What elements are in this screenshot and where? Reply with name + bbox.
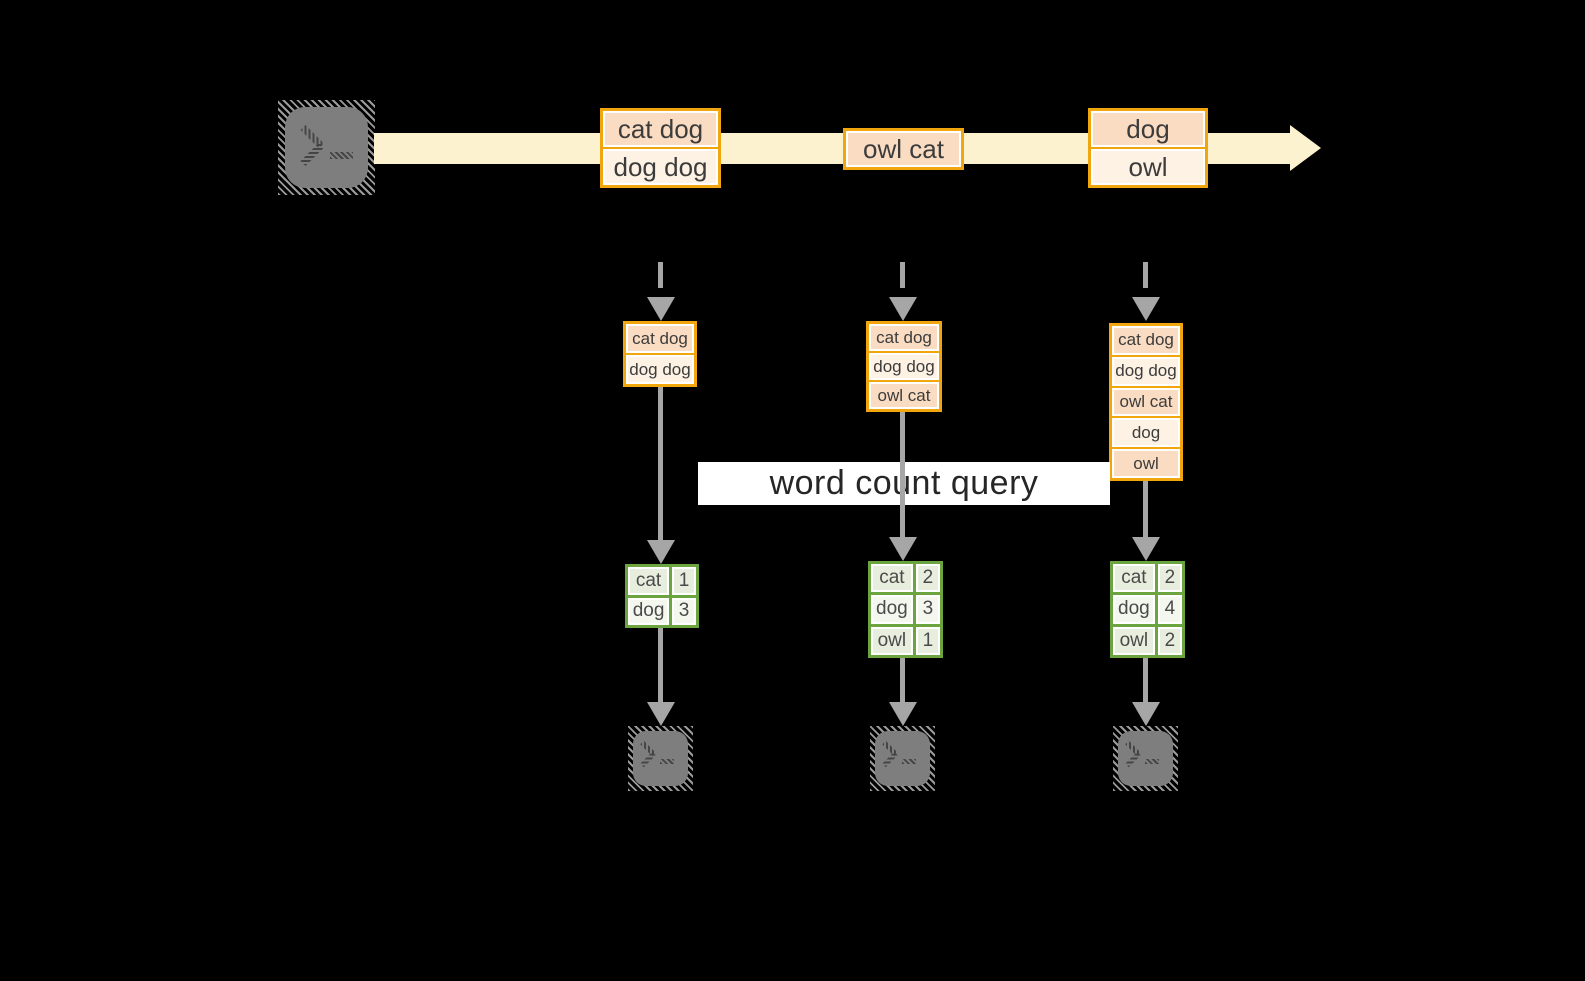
terminal-cursor-icon: [1145, 759, 1159, 764]
trigger-arrow-dash: [658, 262, 663, 288]
batch-record: owl: [1091, 149, 1205, 185]
batch-record: dog dog: [603, 149, 718, 185]
sink-terminal-icon: [628, 726, 693, 791]
trigger-arrow-dash: [1143, 262, 1148, 288]
state-record: dog dog: [626, 355, 694, 384]
state-box-1: cat dog dog dog: [623, 321, 697, 387]
state-record: dog: [1112, 418, 1180, 448]
count-word-cell: dog: [1113, 595, 1155, 624]
output-arrowhead-icon: [889, 702, 917, 726]
query-arrowhead-icon: [889, 537, 917, 561]
count-word-cell: owl: [871, 626, 913, 655]
count-value-cell: 4: [1157, 595, 1182, 624]
count-value-cell: 1: [915, 626, 940, 655]
trigger-arrowhead-icon: [647, 297, 675, 321]
count-value-cell: 2: [915, 564, 940, 593]
state-record: cat dog: [1112, 326, 1180, 355]
query-arrowhead-icon: [1132, 537, 1160, 561]
state-record: owl: [1112, 449, 1180, 478]
batch-record: owl cat: [846, 131, 961, 167]
state-record: cat dog: [869, 324, 939, 351]
counts-table-3: cat 2 dog 4 owl 2: [1110, 561, 1185, 658]
output-arrow-line: [658, 628, 663, 702]
state-record: dog dog: [869, 353, 939, 380]
output-arrowhead-icon: [1132, 702, 1160, 726]
trigger-arrow-dash: [900, 262, 905, 288]
source-terminal-icon: [278, 100, 375, 195]
query-arrowhead-icon: [647, 540, 675, 564]
count-word-cell: dog: [871, 595, 913, 624]
state-record: owl cat: [1112, 387, 1180, 417]
trigger-arrowhead-icon: [889, 297, 917, 321]
count-value-cell: 2: [1157, 564, 1182, 593]
state-record: cat dog: [626, 324, 694, 353]
terminal-screen: [285, 107, 368, 188]
state-box-2: cat dog dog dog owl cat: [866, 321, 942, 412]
terminal-cursor-icon: [902, 759, 916, 764]
terminal-screen: [875, 731, 930, 786]
count-word-cell: cat: [1113, 564, 1155, 593]
batch-box-2: owl cat: [843, 128, 964, 170]
stream-arrowhead-icon: [1290, 125, 1321, 171]
count-word-cell: dog: [628, 597, 670, 625]
query-arrow-line: [658, 387, 663, 540]
batch-record: dog: [1091, 111, 1205, 147]
terminal-screen: [1118, 731, 1173, 786]
counts-table-2: cat 2 dog 3 owl 1: [868, 561, 943, 658]
count-value-cell: 1: [672, 567, 696, 595]
trigger-arrowhead-icon: [1132, 297, 1160, 321]
query-arrow-line: [900, 412, 905, 537]
batch-box-1: cat dog dog dog: [600, 108, 721, 188]
state-box-3: cat dog dog dog owl cat dog owl: [1109, 323, 1183, 481]
batch-record: cat dog: [603, 111, 718, 147]
output-arrow-line: [900, 658, 905, 702]
counts-table-1: cat 1 dog 3: [625, 564, 699, 628]
batch-box-3: dog owl: [1088, 108, 1208, 188]
output-arrow-line: [1143, 658, 1148, 702]
count-word-cell: owl: [1113, 626, 1155, 655]
count-value-cell: 3: [672, 597, 696, 625]
state-record: owl cat: [869, 382, 939, 409]
count-word-cell: cat: [871, 564, 913, 593]
sink-terminal-icon: [1113, 726, 1178, 791]
count-value-cell: 3: [915, 595, 940, 624]
query-arrow-line: [1143, 481, 1148, 537]
state-record: dog dog: [1112, 356, 1180, 386]
terminal-cursor-icon: [660, 759, 674, 764]
output-arrowhead-icon: [647, 702, 675, 726]
terminal-cursor-icon: [330, 152, 353, 159]
sink-terminal-icon: [870, 726, 935, 791]
count-word-cell: cat: [628, 567, 670, 595]
terminal-screen: [633, 731, 688, 786]
count-value-cell: 2: [1157, 626, 1182, 655]
